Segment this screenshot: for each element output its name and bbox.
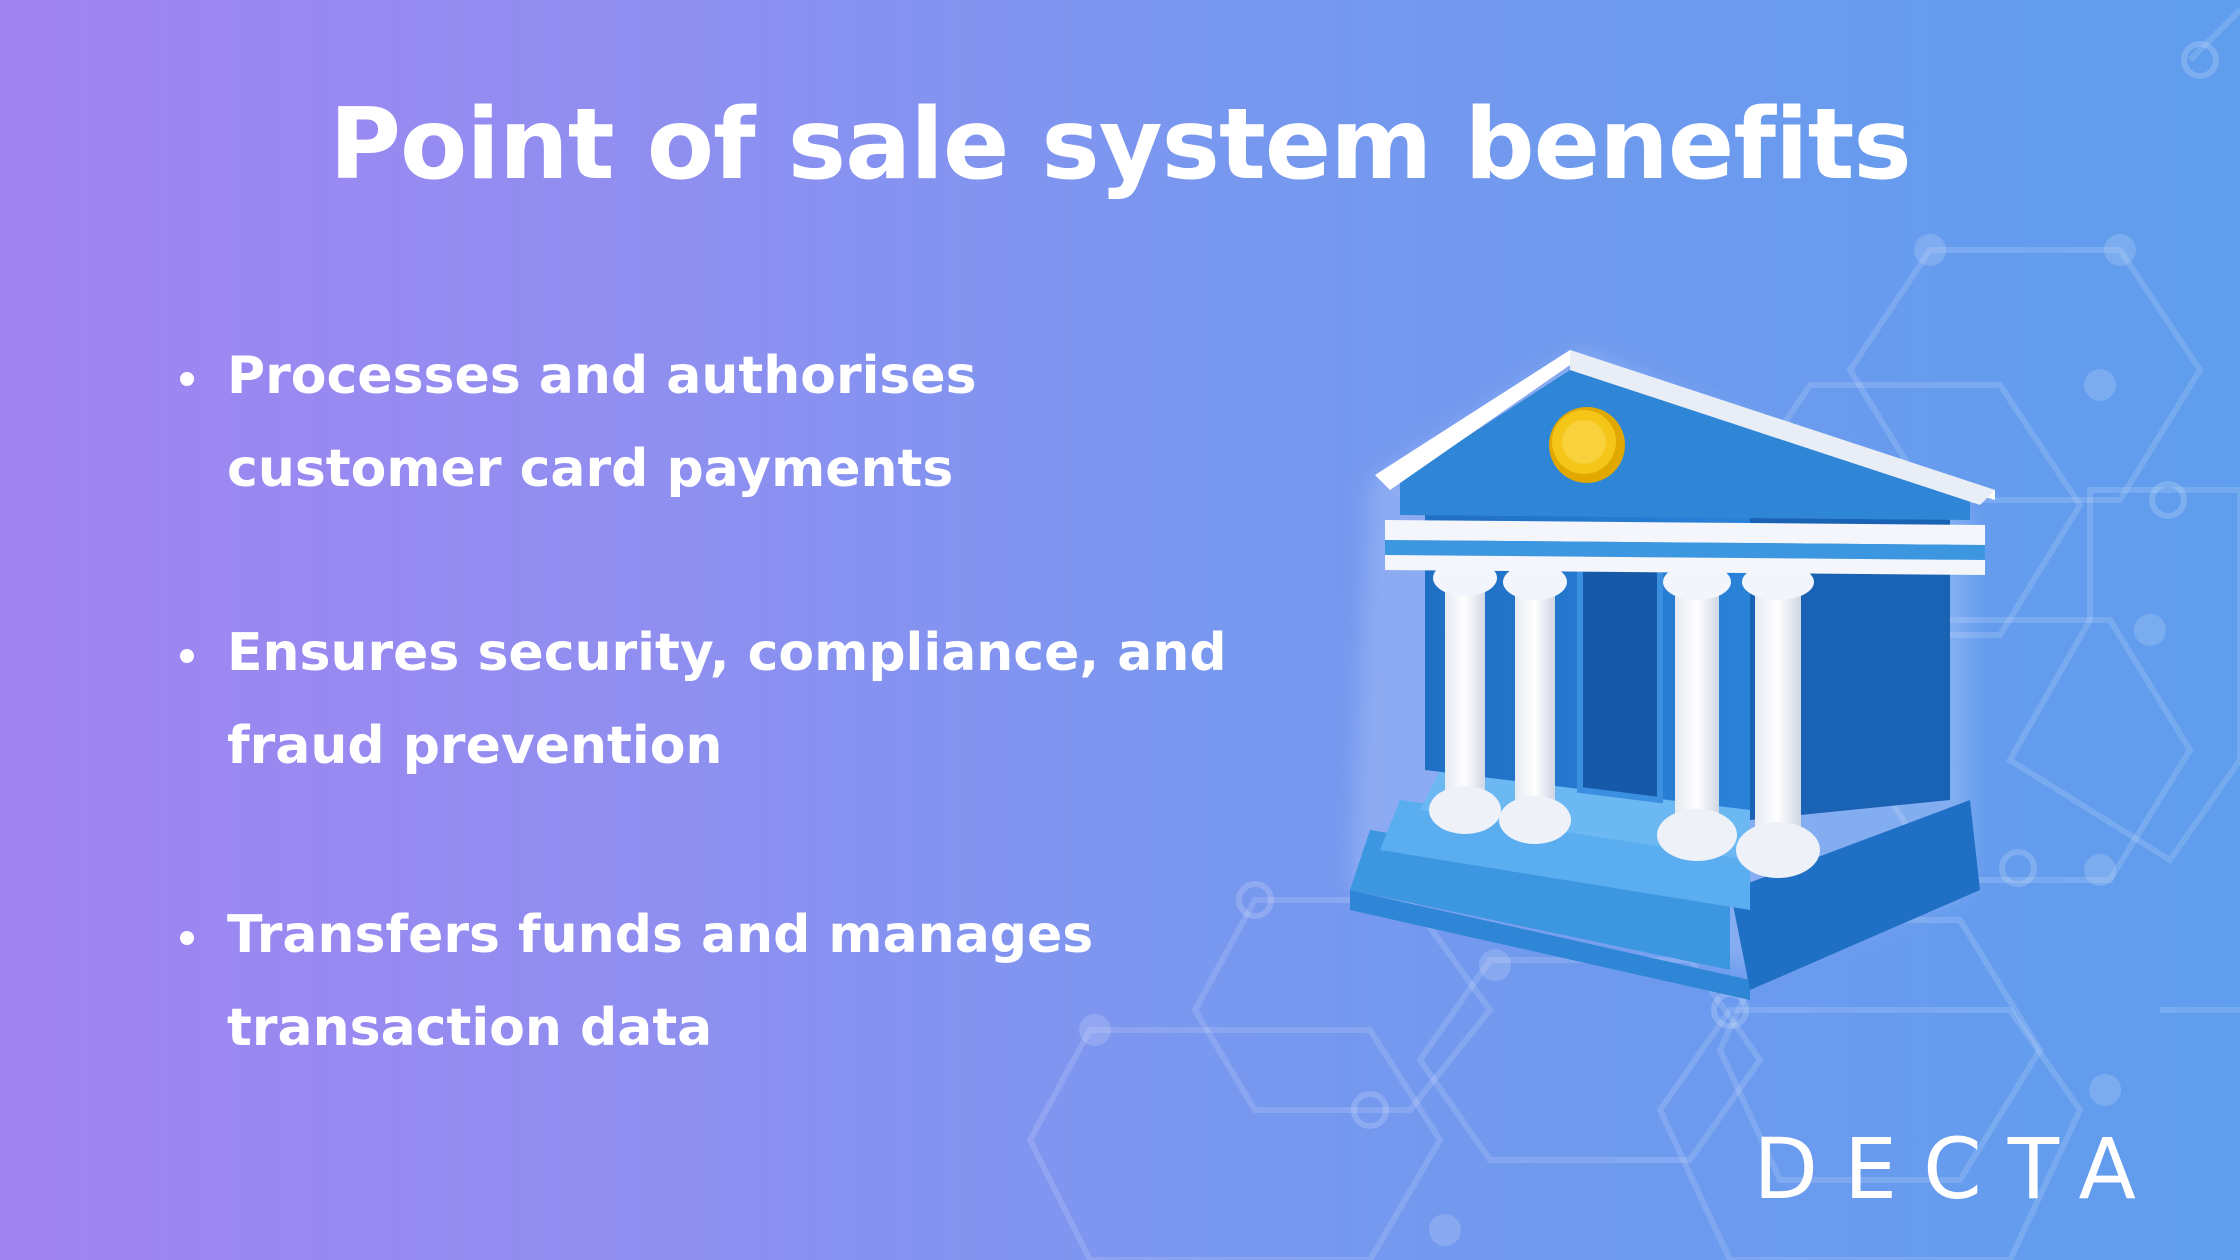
bullet-dot-icon	[180, 372, 194, 386]
bank-building-icon	[1350, 350, 1995, 1000]
bullet-dot-icon	[180, 931, 194, 945]
decta-logo: DECTA	[1753, 1120, 2162, 1218]
list-item: Transfers funds and manages transaction …	[180, 889, 1240, 1075]
list-item: Ensures security, compliance, and fraud …	[180, 607, 1240, 793]
list-item-text: Processes and authorises customer card p…	[227, 346, 977, 499]
bullet-dot-icon	[180, 649, 194, 663]
page-title: Point of sale system benefits	[329, 88, 1912, 202]
list-item-text: Ensures security, compliance, and fraud …	[227, 623, 1227, 776]
list-item-text: Transfers funds and manages transaction …	[227, 905, 1094, 1058]
list-item: Processes and authorises customer card p…	[180, 330, 1240, 516]
